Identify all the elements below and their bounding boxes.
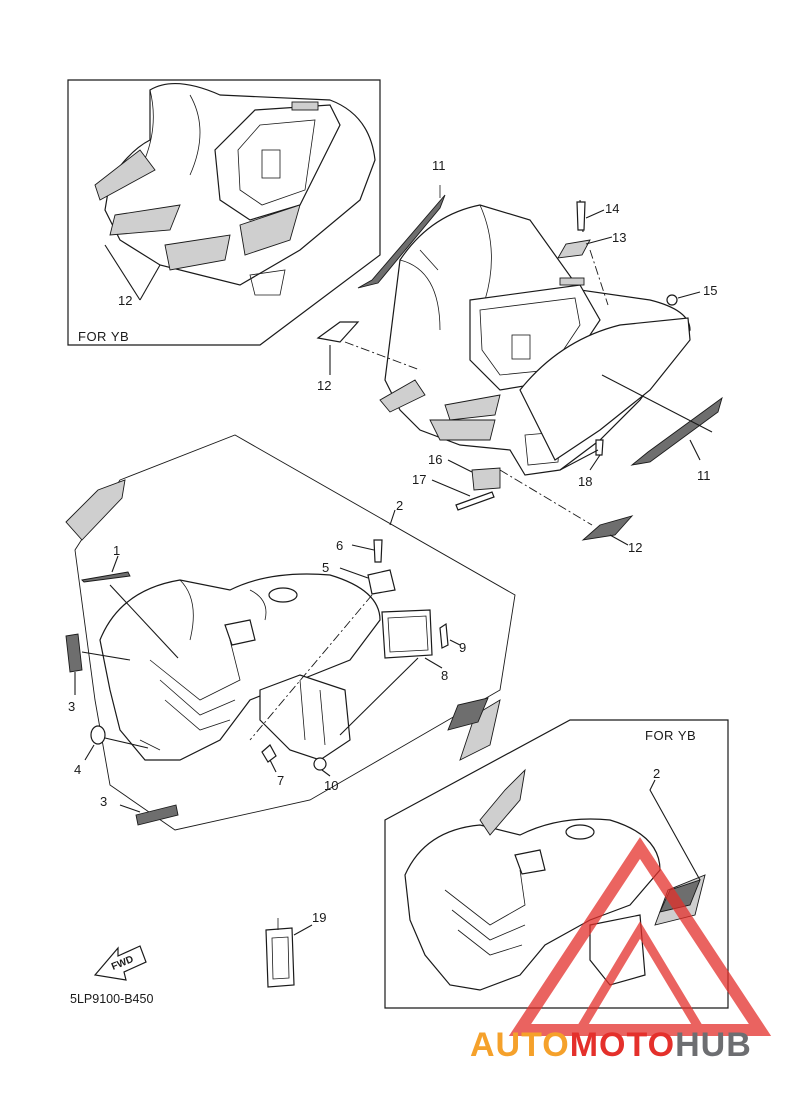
callout-13: 13	[612, 230, 626, 245]
callout-2: 2	[396, 498, 403, 513]
part-4: 4	[74, 725, 149, 777]
callout-1: 1	[113, 543, 120, 558]
parts-8-9: 8 9	[339, 609, 466, 736]
callout-14: 14	[605, 201, 619, 216]
callout-11-upper: 11	[432, 158, 446, 173]
callout-15: 15	[703, 283, 717, 298]
callout-18: 18	[578, 474, 592, 489]
decal-11-upper: 11	[357, 158, 446, 289]
callout-5: 5	[322, 560, 329, 575]
box-label-top-left: FOR YB	[78, 329, 129, 344]
decal-12-left: 12	[316, 321, 421, 393]
callout-3-lower: 3	[100, 794, 107, 809]
decal-3-upper: 3	[65, 633, 131, 714]
drawing-code: 5LP9100-B450	[70, 992, 153, 1006]
detail-box-bottom-right: 2 FOR YB	[384, 719, 729, 1009]
parts-16-17-18: 16 17 18	[412, 439, 604, 511]
decal-11-lower: 11	[601, 374, 723, 483]
decal-12-lower: 12	[499, 469, 642, 555]
callout-12-lower: 12	[628, 540, 642, 555]
front-fender-assembly	[65, 434, 516, 831]
callout-11-lower: 11	[697, 468, 711, 483]
parts-5-6: 6 5	[249, 538, 396, 741]
callout-12-left: 12	[317, 378, 331, 393]
watermark-auto: AUTO	[470, 1026, 570, 1064]
box-label-bottom-right: FOR YB	[645, 728, 696, 743]
watermark-wordmark: AUTOMOTOHUB	[470, 1026, 752, 1064]
callout-12-top-left: 12	[118, 293, 132, 308]
parts-7-10: 7 10	[261, 744, 338, 793]
callout-17: 17	[412, 472, 426, 487]
callout-4: 4	[74, 762, 81, 777]
callout-10: 10	[324, 778, 338, 793]
fwd-arrow-icon: FWD	[93, 945, 147, 981]
watermark-triangle-logo	[508, 837, 772, 1036]
part-19: 19	[265, 910, 326, 988]
decal-1: 1	[81, 543, 179, 659]
callout-9: 9	[459, 640, 466, 655]
callout-8: 8	[441, 668, 448, 683]
callout-16: 16	[428, 452, 442, 467]
decal-3-lower: 3	[100, 794, 179, 826]
watermark-moto: MOTO	[570, 1026, 675, 1064]
callout-19: 19	[312, 910, 326, 925]
callout-2-group: 2	[389, 498, 403, 526]
automotohub-watermark: AUTOMOTOHUB	[470, 837, 772, 1064]
watermark-hub: HUB	[675, 1026, 752, 1064]
callout-3-upper: 3	[68, 699, 75, 714]
parts-13-14-15: 14 13 15	[557, 199, 717, 306]
callout-7: 7	[277, 773, 284, 788]
callout-2-box: 2	[653, 766, 660, 781]
detail-box-top-left: 12 FOR YB	[67, 79, 381, 346]
callout-6: 6	[336, 538, 343, 553]
rear-fender-assembly	[379, 204, 691, 476]
